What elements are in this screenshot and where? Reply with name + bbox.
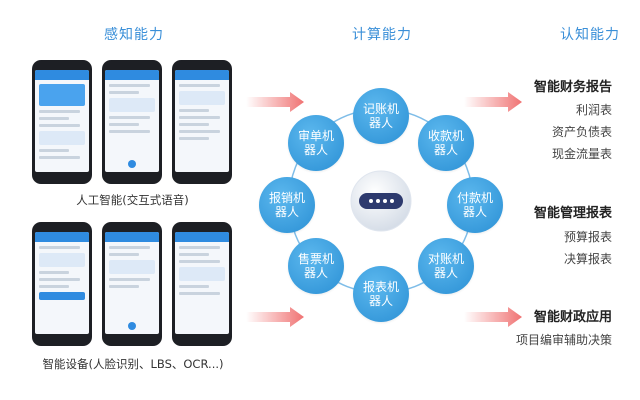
arrow-bottom-in xyxy=(246,307,304,327)
phone-device-3 xyxy=(172,222,232,346)
final-accounts-report: 决算报表 xyxy=(563,252,612,266)
robot-reimbursement: 报销机器人 xyxy=(259,177,315,233)
robot-reporting: 报表机器人 xyxy=(353,266,409,322)
arrow-finance-out xyxy=(464,307,522,327)
phone-voice-2 xyxy=(102,60,162,184)
phone-device-2 xyxy=(102,222,162,346)
cognition-title: 认知能力 xyxy=(560,27,620,43)
phone-voice-1 xyxy=(32,60,92,184)
robot-audit: 审单机器人 xyxy=(288,115,344,171)
robot-payment: 付款机器人 xyxy=(447,177,503,233)
project-decision-support: 项目编审辅助决策 xyxy=(515,333,612,347)
balance-sheet: 资产负债表 xyxy=(551,125,612,139)
robot-bookkeeping: 记账机器人 xyxy=(353,88,409,144)
phone-device-1 xyxy=(32,222,92,346)
management-report-title: 智能管理报表 xyxy=(533,206,612,221)
perception-title: 感知能力 xyxy=(104,27,164,43)
robot-collection: 收款机器人 xyxy=(418,115,474,171)
phone-voice-3 xyxy=(172,60,232,184)
income-statement: 利润表 xyxy=(575,103,612,117)
center-hub-icon xyxy=(350,170,412,232)
cash-flow-statement: 现金流量表 xyxy=(551,147,612,161)
robot-reconciliation: 对账机器人 xyxy=(418,238,474,294)
arrow-report-out xyxy=(464,92,522,112)
robot-ticketing: 售票机器人 xyxy=(288,238,344,294)
financial-report-title: 智能财务报告 xyxy=(533,80,612,95)
computation-title: 计算能力 xyxy=(352,27,412,43)
top-phones-caption: 人工智能(交互式语音) xyxy=(76,193,189,207)
arrow-top-in xyxy=(246,92,304,112)
budget-report: 预算报表 xyxy=(563,230,612,244)
fiscal-application-title: 智能财政应用 xyxy=(533,310,612,325)
bottom-phones-caption: 智能设备(人脸识别、LBS、OCR...) xyxy=(42,357,224,371)
